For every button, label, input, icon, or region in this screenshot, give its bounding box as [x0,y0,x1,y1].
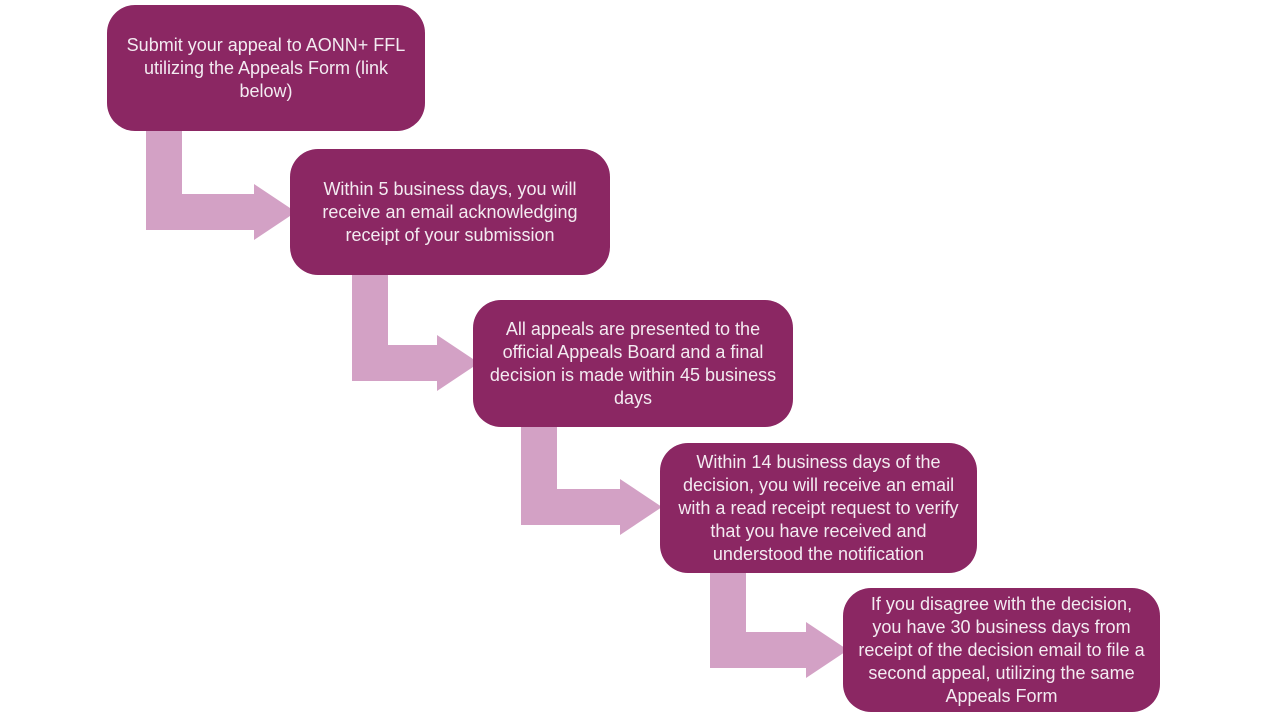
step-text-5: If you disagree with the decision, you h… [858,593,1145,706]
elbow-arrow-down-right-icon [710,568,848,678]
elbow-arrow-down-right-icon [521,422,662,535]
step-box-4: Within 14 business days of the decision,… [660,443,977,573]
step-text-4: Within 14 business days of the decision,… [678,451,959,564]
elbow-arrow-down-right-icon [146,126,296,240]
step-text-1: Submit your appeal to AONN+ FFL utilizin… [126,34,406,101]
step-box-2: Within 5 business days, you will receive… [290,149,610,275]
step-text-3: All appeals are presented to the officia… [489,318,777,408]
elbow-arrow-down-right-icon [352,270,479,391]
step-text-2: Within 5 business days, you will receive… [322,178,578,245]
step-box-3: All appeals are presented to the officia… [473,300,793,427]
step-box-1: Submit your appeal to AONN+ FFL utilizin… [107,5,425,131]
step-box-5: If you disagree with the decision, you h… [843,588,1160,712]
